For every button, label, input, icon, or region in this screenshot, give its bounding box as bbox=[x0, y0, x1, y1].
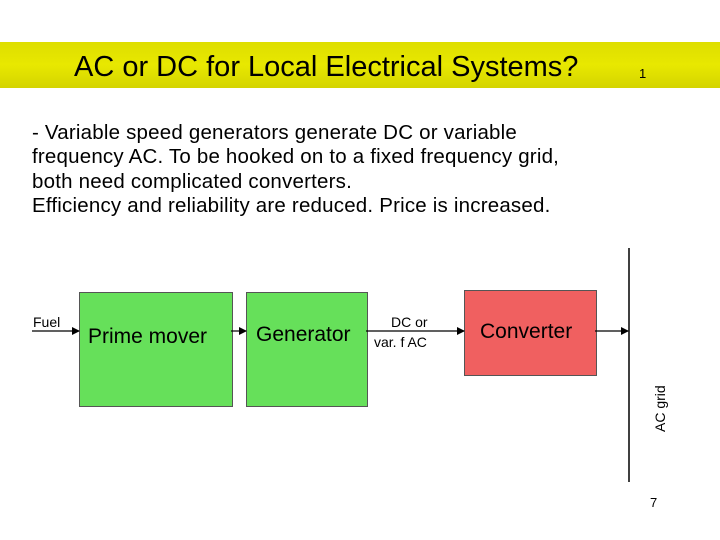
output-label-line1: DC or bbox=[391, 314, 428, 330]
page-number: 7 bbox=[650, 495, 658, 510]
slide-title: AC or DC for Local Electrical Systems? bbox=[74, 51, 579, 83]
generator-block bbox=[246, 292, 368, 407]
title-number: 1 bbox=[639, 66, 647, 81]
body-line: both need complicated converters. bbox=[32, 169, 352, 193]
prime-mover-block bbox=[79, 292, 233, 407]
body-line: Efficiency and reliability are reduced. … bbox=[32, 193, 551, 217]
title-bar bbox=[0, 42, 720, 88]
body-text: - Variable speed generators generate DC … bbox=[32, 121, 672, 218]
converter-label: Converter bbox=[480, 320, 573, 343]
body-line: frequency AC. To be hooked on to a fixed… bbox=[32, 145, 560, 169]
fuel-label: Fuel bbox=[33, 314, 61, 330]
body-line: - Variable speed generators generate DC … bbox=[32, 121, 518, 144]
generator-label: Generator bbox=[256, 323, 351, 346]
converter-block bbox=[464, 290, 597, 376]
ac-grid-label: AC grid bbox=[652, 385, 668, 432]
prime-mover-label: Prime mover bbox=[88, 325, 208, 348]
output-label-line2: var. f AC bbox=[374, 334, 427, 350]
